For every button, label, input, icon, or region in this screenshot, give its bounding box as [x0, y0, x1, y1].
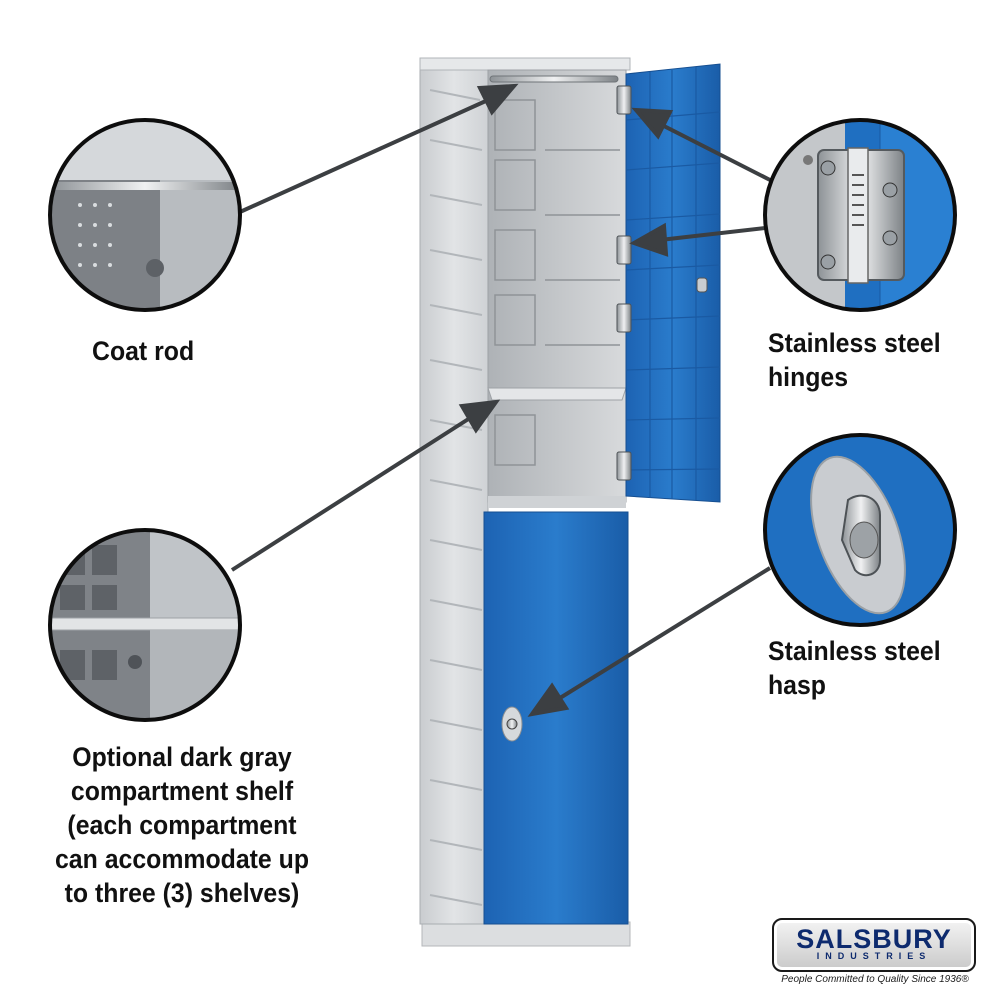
logo-badge: SALSBURY INDUSTRIES	[772, 918, 976, 972]
compartment-shelf	[487, 387, 627, 401]
door-hinges	[616, 85, 632, 481]
upper-door-latch	[696, 277, 708, 293]
logo-tagline: People Committed to Quality Since 1936®	[781, 974, 969, 985]
locker-top	[419, 57, 631, 71]
shelf-detail-circle	[48, 528, 242, 722]
hasp-label: Stainless steel hasp	[768, 636, 941, 700]
compartment-floor	[488, 496, 626, 508]
lower-door-hasp-knob	[506, 718, 518, 730]
salsbury-logo: SALSBURY INDUSTRIES People Committed to …	[770, 916, 980, 990]
shelf-label: Optional dark gray compartment shelf (ea…	[54, 742, 309, 908]
hinge-detail-circle	[763, 118, 957, 312]
coat-rod-label: Coat rod	[92, 336, 195, 366]
hinges-label: Stainless steel hinges	[768, 328, 941, 392]
hasp-detail-circle	[763, 433, 957, 627]
locker-base	[421, 921, 631, 947]
logo-subtitle: INDUSTRIES	[816, 951, 932, 961]
callout-arrows	[230, 83, 772, 717]
locker	[419, 57, 721, 947]
side-panel-ribs	[429, 89, 483, 906]
upper-compartment-interior	[487, 69, 627, 503]
interior-panels	[494, 99, 620, 466]
coat-rod	[489, 75, 619, 83]
logo-name: SALSBURY	[796, 924, 952, 954]
upper-door-pattern	[625, 67, 721, 500]
locker-side-panel	[419, 61, 489, 925]
coat-rod-detail-circle	[48, 118, 242, 312]
